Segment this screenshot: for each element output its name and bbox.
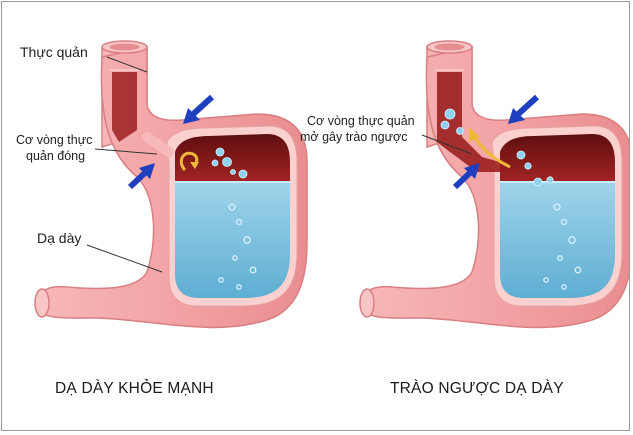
label-open-sphincter-line1: Cơ vòng thực quản xyxy=(307,114,415,129)
label-esophagus: Thực quản xyxy=(20,44,88,60)
stomach-illustration xyxy=(2,2,629,430)
label-closed-sphincter-line1: Cơ vòng thực xyxy=(16,133,92,148)
label-open-sphincter-line2: mở gây trào ngược xyxy=(300,130,407,145)
reflux-stomach xyxy=(360,41,629,327)
label-stomach: Dạ dày xyxy=(37,230,81,246)
caption-healthy-stomach: DẠ DÀY KHỎE MẠNH xyxy=(55,380,214,398)
healthy-stomach xyxy=(35,41,307,327)
label-closed-sphincter-line2: quản đóng xyxy=(26,149,85,164)
caption-gastric-reflux: TRÀO NGƯỢC DẠ DÀY xyxy=(390,380,564,398)
